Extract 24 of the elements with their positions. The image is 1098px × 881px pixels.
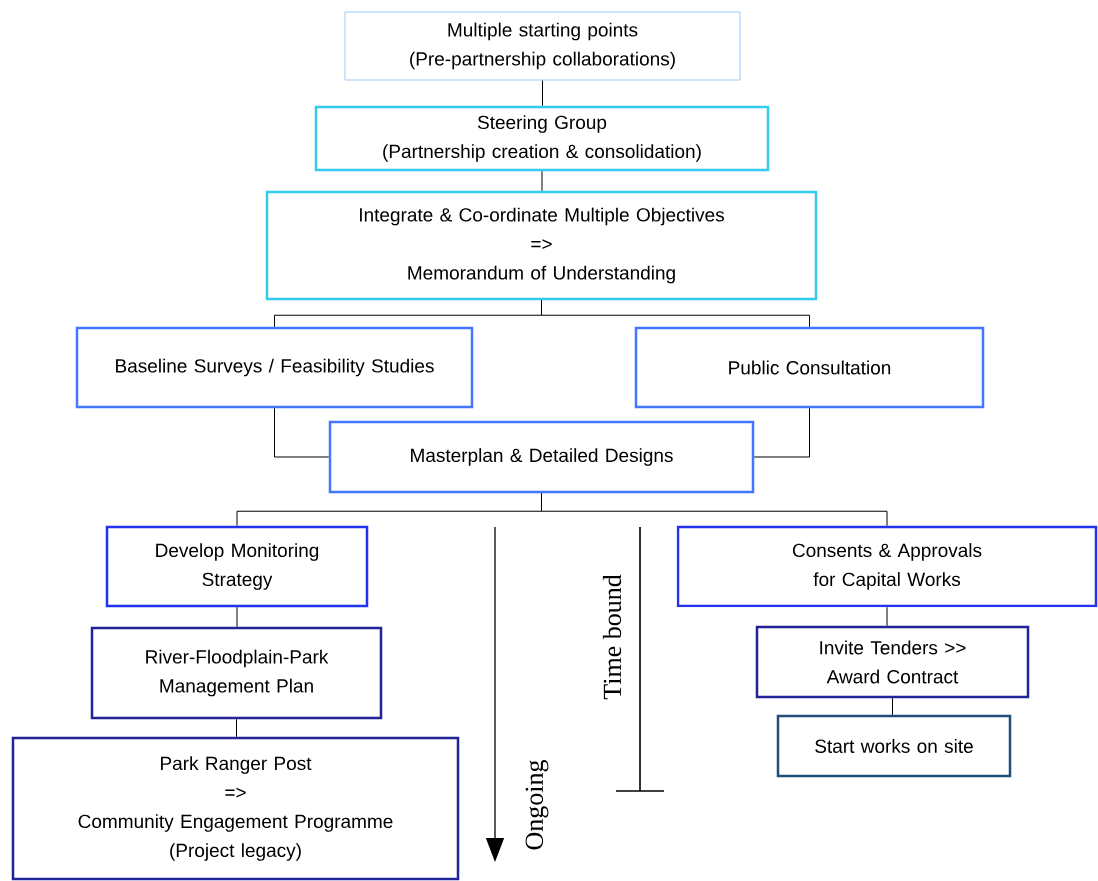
connector-line	[236, 718, 237, 738]
process-box: Develop Monitoring Strategy	[105, 525, 369, 608]
connector-line	[236, 606, 238, 628]
process-box: River-Floodplain-Park Management Plan	[90, 626, 383, 720]
rotated-label: Time bound	[602, 574, 622, 700]
process-box: Integrate & Co-ordinate Multiple Objectives => Memorandum of Understanding	[265, 190, 818, 301]
process-box: Start works on site	[776, 714, 1012, 778]
connector-line	[753, 407, 810, 458]
process-box: Masterplan & Detailed Designs	[328, 420, 755, 494]
connector-line	[542, 80, 543, 107]
process-box: Consents & Approvals for Capital Works	[676, 525, 1098, 608]
process-box: Steering Group (Partnership creation & consolidation)	[314, 105, 770, 172]
connector-line	[541, 170, 543, 192]
process-box: Public Consultation	[634, 326, 985, 409]
rotated-label: Ongoing	[525, 760, 549, 850]
process-box: Park Ranger Post => Community Engagement Programme (Project legacy)	[11, 736, 460, 881]
process-box: Invite Tenders >> Award Contract	[755, 625, 1030, 699]
connector-line	[274, 407, 330, 458]
connector-line	[886, 606, 888, 627]
connector-line	[541, 299, 810, 328]
connector-line	[892, 697, 893, 716]
process-box: Baseline Surveys / Feasibility Studies	[75, 326, 474, 409]
process-box: Multiple starting points (Pre-partnership collaborations)	[344, 11, 741, 81]
connector-line	[541, 492, 888, 527]
